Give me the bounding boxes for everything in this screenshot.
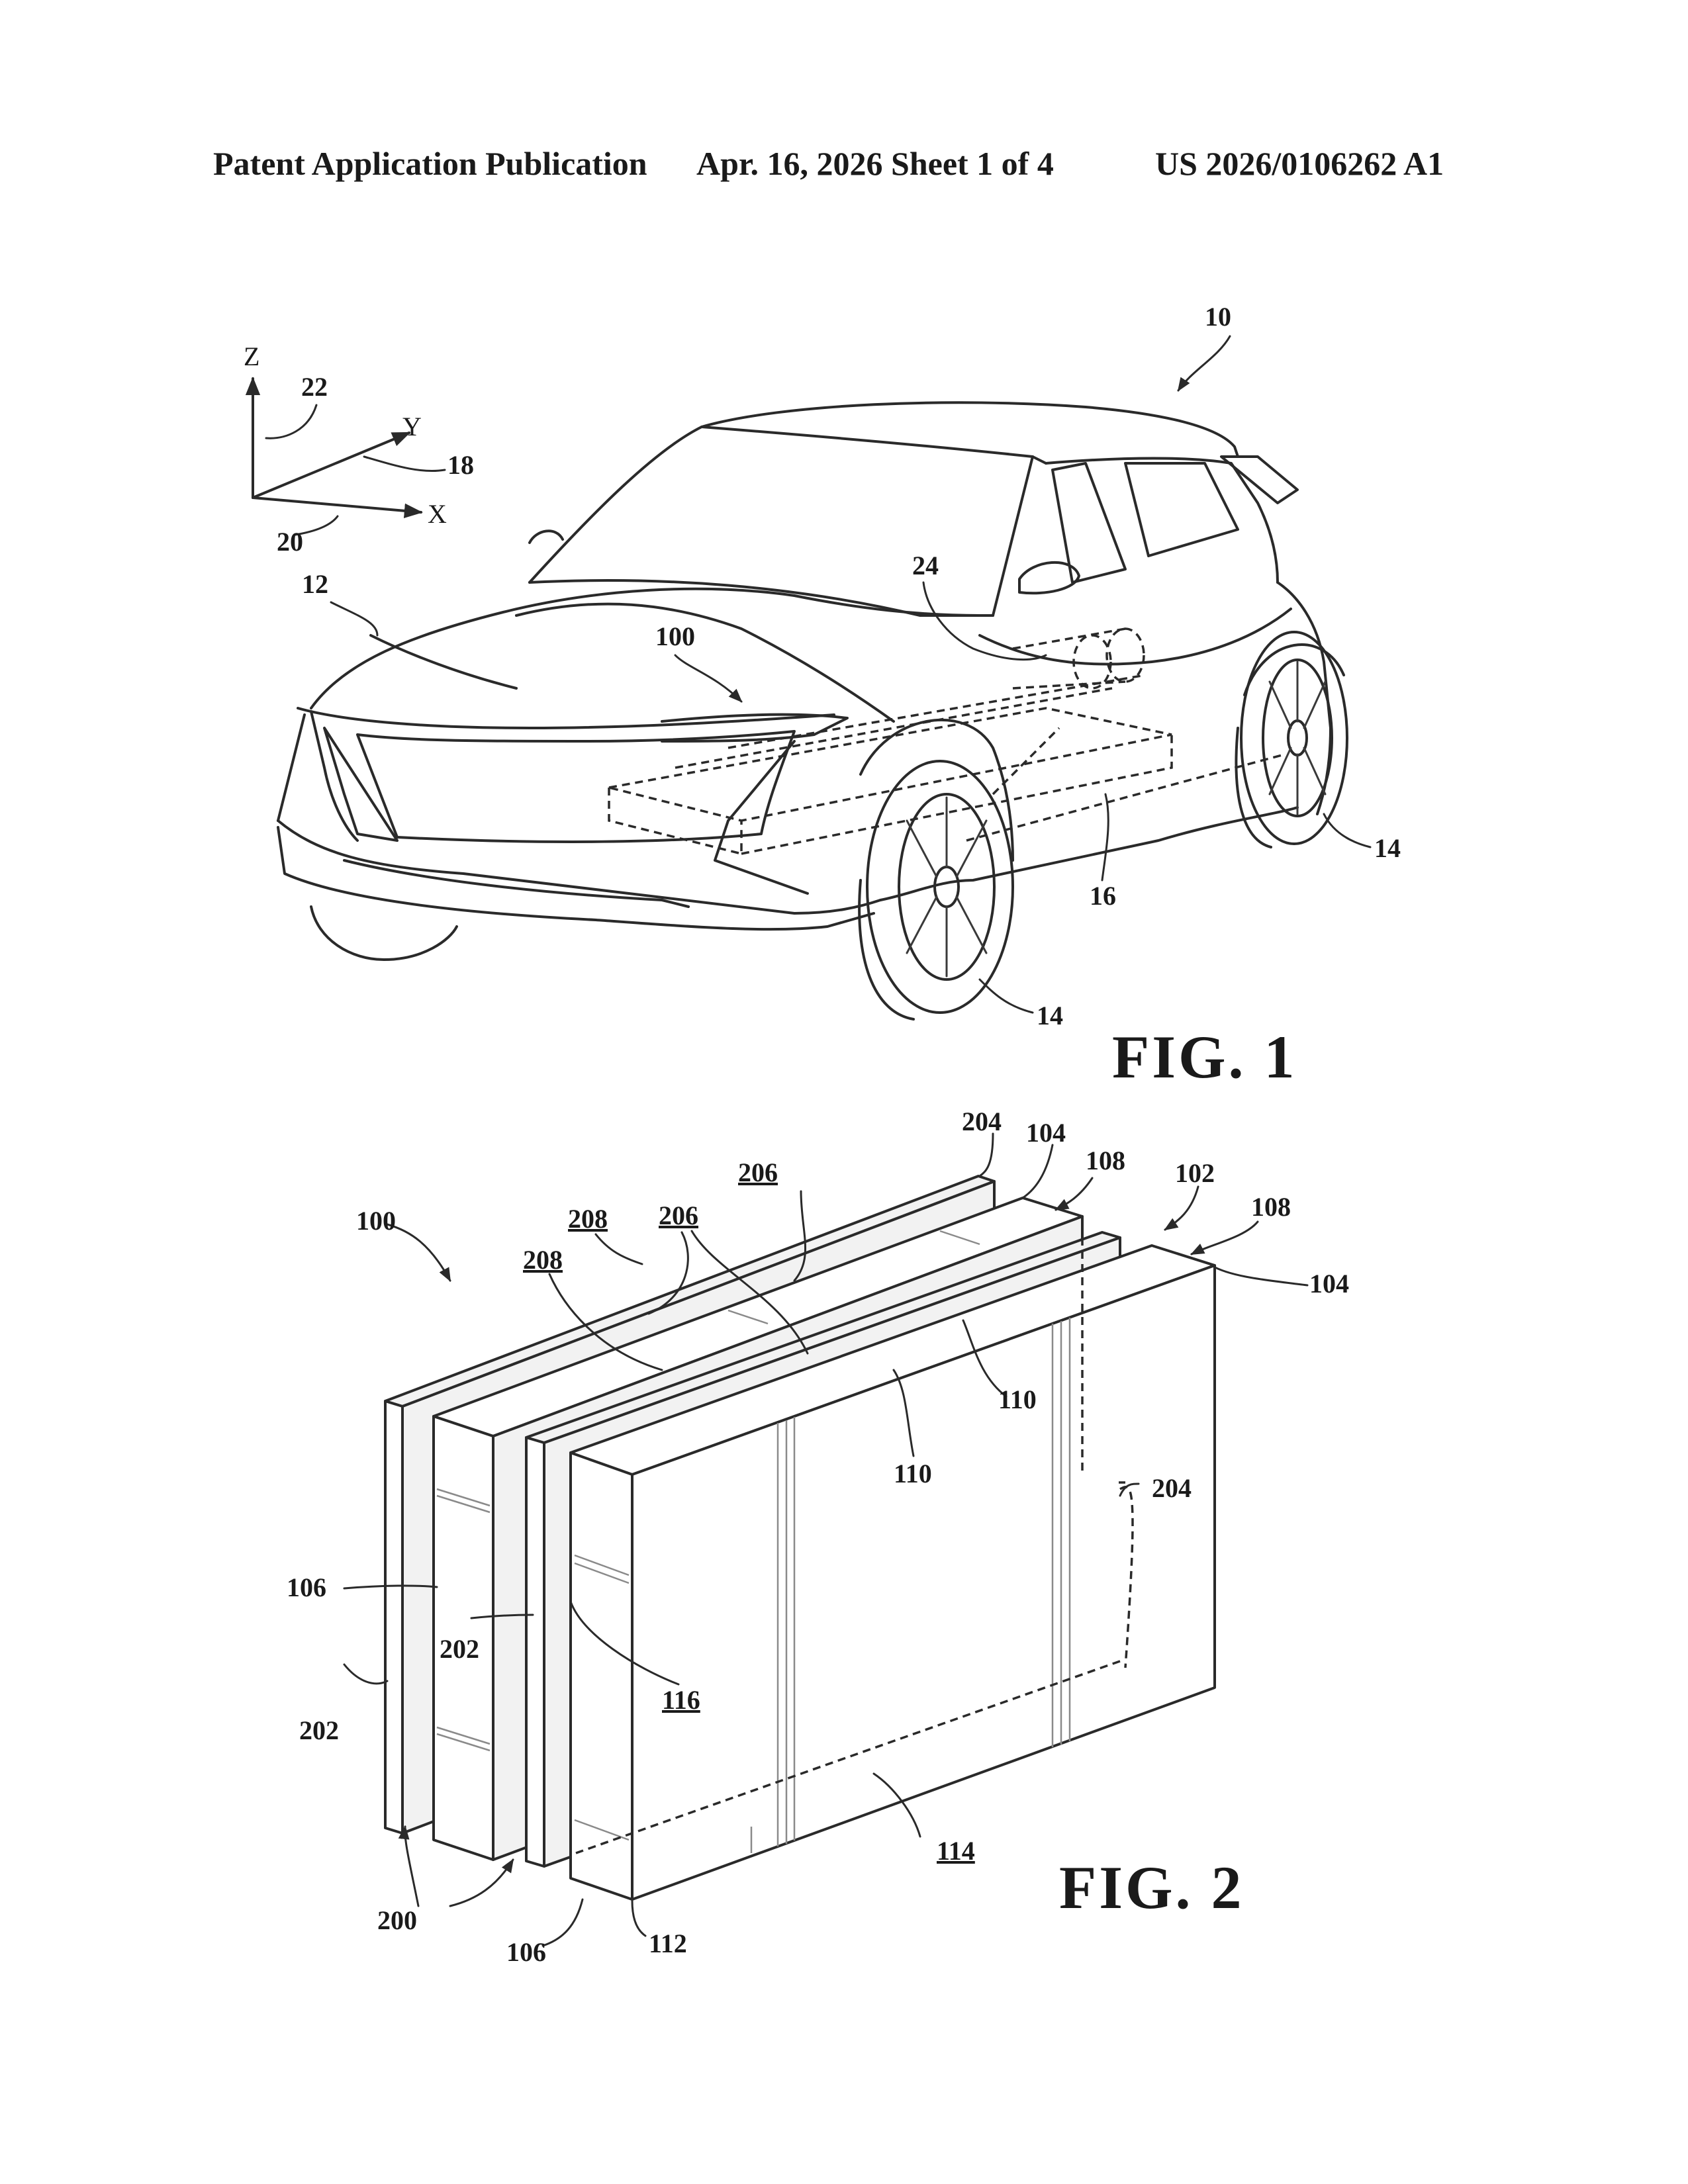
frame-rail-hidden xyxy=(966,754,1284,841)
leader-202-a xyxy=(344,1664,387,1684)
rear-hub xyxy=(1288,721,1307,755)
ref-114: 114 xyxy=(937,1836,975,1866)
ref-100-fig1: 100 xyxy=(655,621,695,651)
ref-206-b: 206 xyxy=(659,1201,698,1230)
side-window-top xyxy=(1046,459,1278,583)
y-axis-line xyxy=(253,433,409,498)
ref-108-b: 108 xyxy=(1251,1192,1291,1222)
ref-110-b: 110 xyxy=(894,1459,932,1488)
leader-16 xyxy=(1102,794,1108,880)
leader-14-rear xyxy=(1324,814,1370,847)
hood-crease xyxy=(516,604,894,721)
ref-24: 24 xyxy=(912,551,939,580)
left-front-tire-hidden xyxy=(311,907,457,960)
leader-102 xyxy=(1165,1187,1198,1230)
left-mirror xyxy=(530,531,563,543)
ref-204-top: 204 xyxy=(962,1107,1002,1136)
leader-112 xyxy=(632,1901,645,1936)
leader-106-bottom xyxy=(543,1899,583,1946)
leader-14-front xyxy=(980,979,1033,1013)
rear-body xyxy=(1278,582,1331,814)
rear-spokes xyxy=(1270,662,1325,814)
motor-end-b xyxy=(1107,629,1144,682)
front-wheel xyxy=(859,761,1013,1019)
leader-100-fig2 xyxy=(387,1224,450,1281)
fig1-drawing: Z Y X xyxy=(244,302,1401,1091)
front-hub xyxy=(935,867,959,907)
ref-102: 102 xyxy=(1175,1158,1215,1188)
front-corner xyxy=(278,715,305,821)
ref-22: 22 xyxy=(301,372,328,402)
a-pillar xyxy=(993,457,1033,615)
ref-202-a: 202 xyxy=(299,1715,339,1745)
leader-108-a xyxy=(1056,1178,1092,1210)
leader-208-a xyxy=(596,1234,642,1264)
ref-112: 112 xyxy=(649,1929,687,1958)
vehicle-outline xyxy=(278,402,1344,929)
ref-116: 116 xyxy=(662,1685,700,1715)
right-headlight xyxy=(662,715,847,741)
left-headlight-edge xyxy=(311,711,357,841)
leader-104-right xyxy=(1211,1265,1307,1285)
ref-200: 200 xyxy=(377,1905,417,1935)
leader-200-a xyxy=(405,1827,418,1906)
ref-16: 16 xyxy=(1090,881,1116,911)
x-axis-label: X xyxy=(428,499,447,529)
ref-104-right: 104 xyxy=(1309,1269,1349,1298)
leader-10 xyxy=(1178,336,1230,390)
ref-204-right: 204 xyxy=(1152,1473,1192,1503)
ref-110-a: 110 xyxy=(998,1385,1037,1414)
ref-14-front: 14 xyxy=(1037,1001,1063,1030)
side-mirror xyxy=(1019,563,1079,593)
leader-200-b xyxy=(450,1860,513,1906)
rear-wheel-arch xyxy=(1244,645,1344,695)
ref-100-fig2: 100 xyxy=(356,1206,396,1236)
windshield-top xyxy=(702,427,1046,463)
ref-104-top: 104 xyxy=(1026,1118,1066,1148)
y-axis-label: Y xyxy=(402,412,422,441)
ref-106-bottom: 106 xyxy=(506,1937,546,1967)
rocker-panel xyxy=(880,807,1297,900)
ref-108-a: 108 xyxy=(1086,1146,1125,1175)
front-tire-outer xyxy=(867,761,1013,1013)
fig2-drawing: 100 204 104 108 102 108 104 206 206 208 … xyxy=(287,1107,1349,1967)
leader-18 xyxy=(364,457,445,471)
rear-side-window xyxy=(1125,463,1238,556)
ref-106-left: 106 xyxy=(287,1572,326,1602)
leader-204-top xyxy=(980,1134,993,1176)
fig1-caption: FIG. 1 xyxy=(1112,1023,1297,1091)
x-axis-line xyxy=(253,498,421,512)
ref-18: 18 xyxy=(447,450,474,480)
grille-top xyxy=(298,708,834,728)
z-axis-label: Z xyxy=(244,341,259,371)
front-spokes xyxy=(907,797,986,976)
beltline xyxy=(980,609,1291,664)
axis-triad: Z Y X xyxy=(244,341,447,535)
front-wheel-arch xyxy=(861,720,1013,860)
ref-202-b: 202 xyxy=(440,1634,479,1664)
fig1-leaders xyxy=(331,336,1370,1013)
hood-line-left xyxy=(371,635,516,688)
fig2-caption: FIG. 2 xyxy=(1059,1854,1244,1921)
ref-208-a: 208 xyxy=(568,1204,608,1234)
leader-22 xyxy=(266,405,316,438)
ref-208-b: 208 xyxy=(523,1245,563,1275)
leader-104-top xyxy=(1023,1145,1053,1198)
leader-108-b xyxy=(1192,1222,1258,1254)
ref-20: 20 xyxy=(277,527,303,557)
ref-12: 12 xyxy=(302,569,328,599)
ref-14-rear: 14 xyxy=(1374,833,1401,863)
ref-206-a: 206 xyxy=(738,1158,778,1187)
leader-12 xyxy=(331,602,377,635)
frame-member-hidden xyxy=(993,728,1059,794)
leader-100-fig1 xyxy=(675,655,741,702)
ref-10: 10 xyxy=(1205,302,1231,332)
